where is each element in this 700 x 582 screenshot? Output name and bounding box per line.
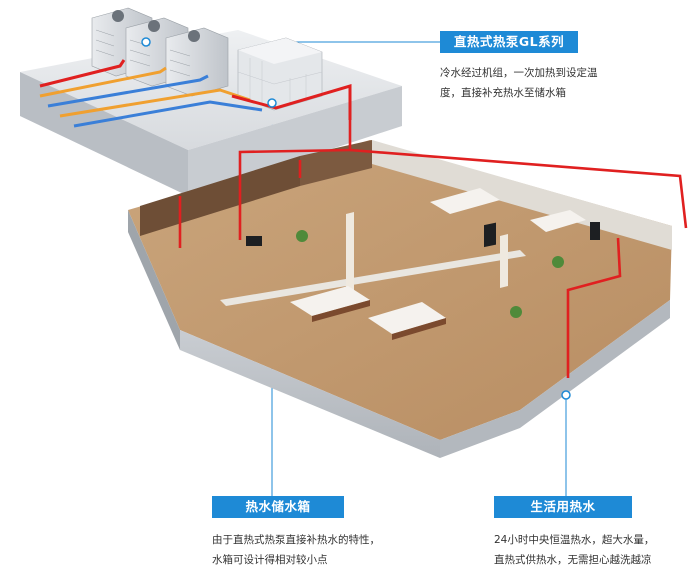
heat-pump-title-tag: 直热式热泵GL系列: [440, 31, 578, 53]
domestic-hot-water-description: 24小时中央恒温热水，超大水量， 直热式供热水，无需担心越洗越凉: [494, 530, 654, 570]
hotel-floor: [128, 140, 672, 458]
heat-pump-description: 冷水经过机组，一次加热到设定温 度，直接补充热水至储水箱: [440, 63, 598, 103]
domestic-hot-water-line-2: 直热式供热水，无需担心越洗越凉: [494, 554, 652, 566]
building-pipes: [178, 120, 688, 378]
storage-tank-description: 由于直热式热泵直接补热水的特性， 水箱可设计得相对较小点: [212, 530, 380, 570]
roof-pipes: [39, 59, 352, 128]
heat-pump-line-2: 度，直接补充热水至储水箱: [440, 87, 566, 99]
tv-icon: [246, 222, 600, 248]
domestic-hot-water-line-1: 24小时中央恒温热水，超大水量，: [494, 534, 655, 546]
domestic-hot-water-title-tag: 生活用热水: [494, 496, 632, 518]
anchor-dots: [141, 37, 571, 400]
bed-icon: [290, 188, 586, 340]
plant-icon: [296, 230, 564, 318]
storage-tank-title-tag: 热水储水箱: [212, 496, 344, 518]
heat-pump-line-1: 冷水经过机组，一次加热到设定温: [440, 67, 598, 79]
storage-tank-line-2: 水箱可设计得相对较小点: [212, 554, 328, 566]
storage-tank-line-1: 由于直热式热泵直接补热水的特性，: [212, 534, 380, 546]
